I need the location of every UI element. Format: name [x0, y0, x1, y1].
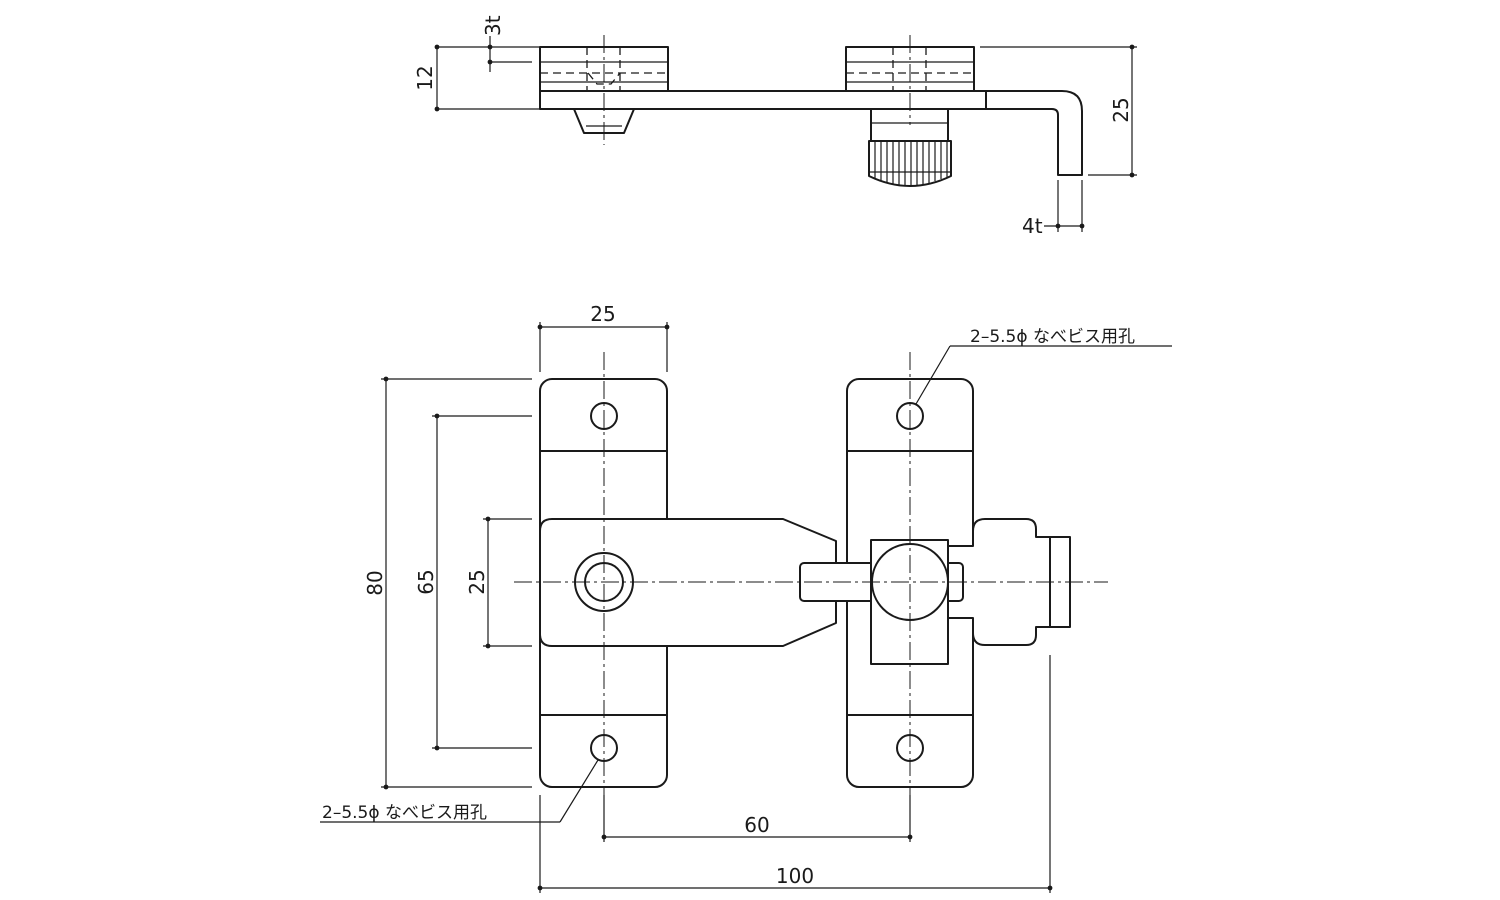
- dim-12: 12: [413, 65, 437, 90]
- bolt-housing: [944, 518, 1051, 646]
- note-holes-upper: 2–5.5ϕ なべビス用孔: [970, 327, 1135, 347]
- dim-4t: 4t: [1022, 214, 1043, 238]
- dim-80: 80: [363, 570, 387, 595]
- note-holes-lower: 2–5.5ϕ なべビス用孔: [322, 803, 487, 823]
- top-view: 3t 12 25 4t: [413, 15, 1137, 238]
- dim-plate-width-25: 25: [590, 302, 615, 326]
- top-knob: [868, 140, 952, 187]
- dim-65: 65: [414, 569, 438, 594]
- dim-60: 60: [744, 813, 769, 837]
- dim-top-25: 25: [1109, 97, 1133, 122]
- dim-100: 100: [776, 864, 814, 888]
- dim-3t: 3t: [481, 15, 505, 36]
- dim-bar-25: 25: [465, 569, 489, 594]
- top-left-nut: [573, 108, 635, 134]
- front-view: 25 80 65 25 60 100 2–5.5ϕ なべビス: [320, 302, 1172, 893]
- top-bar: [539, 90, 1083, 176]
